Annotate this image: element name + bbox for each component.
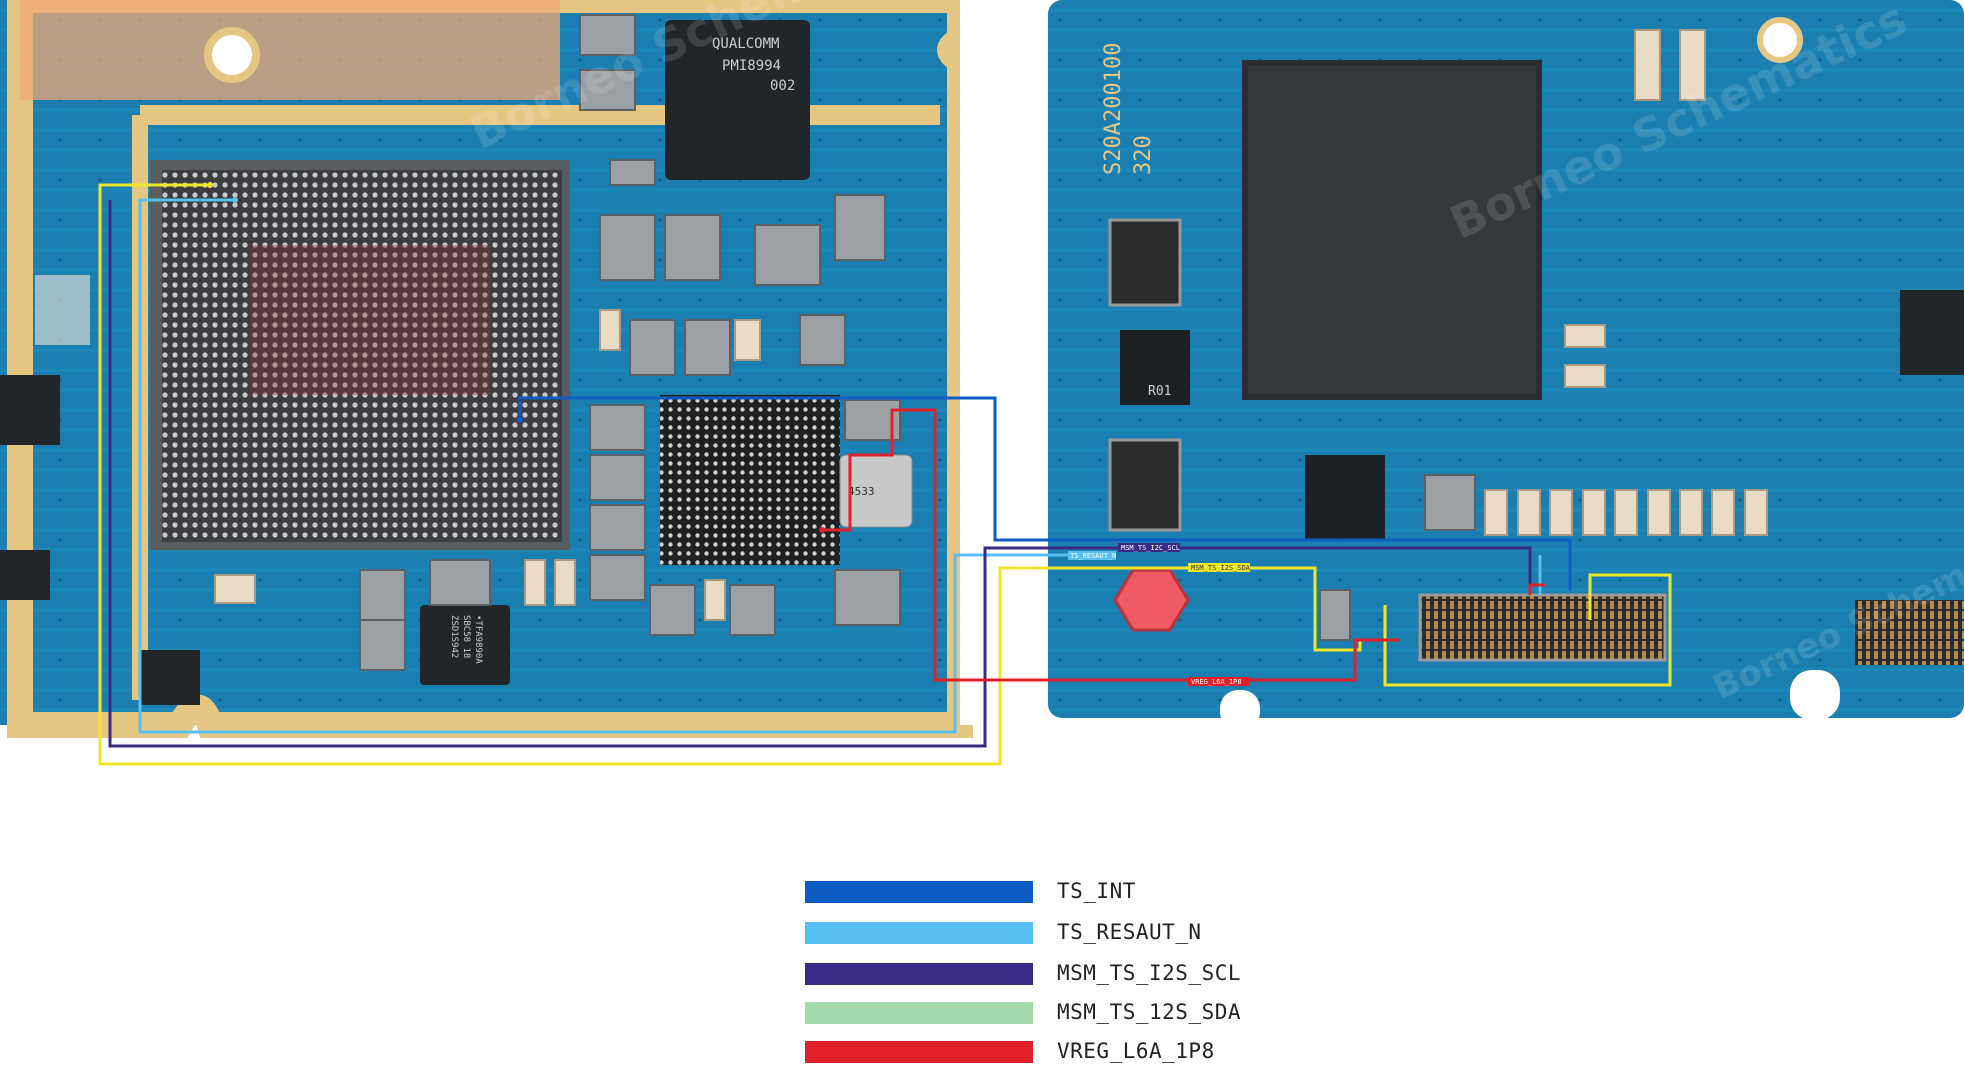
crystal-marking: 4533 [848,485,875,498]
panel-code: S20A200100 [1101,43,1126,175]
trace-ts-resaut-n [138,198,1542,734]
trace-ts-int [518,396,1572,590]
net-traces [98,182,1672,766]
panel-code2: 320 [1131,135,1156,175]
pcb-schematic-image: QUALCOMM PMI8994 002 •TFA9890A SBC58 18 … [0,0,1964,766]
legend-item-ts-resaut-n: TS_RESAUT_N [805,919,1285,945]
legend-item-ts-int: TS_INT [805,878,1285,904]
pmic-line3: 002 [770,78,795,94]
legend-label-msm-ts-12s-sda: MSM_TS_12S_SDA [1057,1000,1242,1024]
amp-line2: SBC58 18 [461,615,471,658]
legend-label-ts-int: TS_INT [1057,879,1136,903]
legend-item-msm-ts-i2s-scl: MSM_TS_I2S_SCL [805,960,1285,986]
legend-item-vreg-l6a-1p8: VREG_L6A_1P8 [805,1038,1285,1064]
right-board: S20A200100 320 R01 Borneo Schematics Bor… [960,0,1964,730]
trace-msm-ts-i2s-scl [108,200,1532,748]
netlabel-vreg: VREG_L6A_1P8 [1191,678,1242,686]
netlabel-scl: MSM_TS_I2C_SCL [1121,544,1180,552]
legend-swatch-ts-int [805,881,1033,903]
amp-line3: ZSD1S942 [449,615,459,658]
pmic-line1: QUALCOMM [712,36,779,52]
net-labels: MSM_TS_I2C_SCL TS_RESAUT_N MSM_TS_I2S_SD… [1068,543,1251,686]
amp-line1: •TFA9890A [473,615,483,664]
trace-vreg-l6a-1p8 [822,408,1545,682]
legend-swatch-vreg-l6a-1p8 [805,1041,1033,1063]
netlabel-resaut: TS_RESAUT_N [1070,552,1116,560]
trace-msm-ts-12s-sda [98,183,1672,766]
part-ref: R01 [1148,384,1171,399]
legend-swatch-ts-resaut-n [805,922,1033,944]
legend-item-msm-ts-12s-sda: MSM_TS_12S_SDA [805,999,1285,1025]
legend-swatch-msm-ts-12s-sda [805,1002,1033,1024]
pmic-line2: PMI8994 [722,58,781,74]
legend-label-vreg-l6a-1p8: VREG_L6A_1P8 [1057,1039,1215,1063]
legend: TS_INT TS_RESAUT_N MSM_TS_I2S_SCL MSM_TS… [805,870,1305,1070]
left-board: QUALCOMM PMI8994 002 •TFA9890A SBC58 18 … [0,0,973,738]
netlabel-sda: MSM_TS_I2S_SDA [1191,564,1251,572]
legend-swatch-msm-ts-i2s-scl [805,963,1033,985]
legend-label-msm-ts-i2s-scl: MSM_TS_I2S_SCL [1057,961,1242,985]
legend-label-ts-resaut-n: TS_RESAUT_N [1057,920,1202,944]
